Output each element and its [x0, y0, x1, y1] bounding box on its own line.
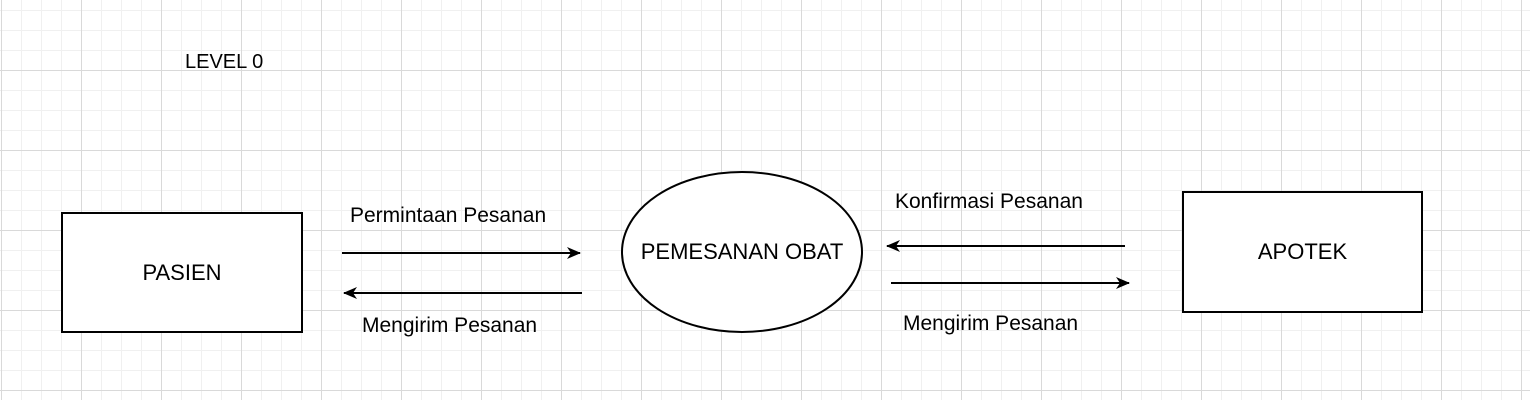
flow-label-pasien-to-process: Permintaan Pesanan — [350, 204, 547, 227]
entity-label-pasien: PASIEN — [142, 259, 222, 285]
entity-label-apotek: APOTEK — [1257, 239, 1348, 264]
flow-label-apotek-to-process: Konfirmasi Pesanan — [895, 190, 1083, 213]
process-label: PEMESANAN OBAT — [640, 239, 844, 264]
process-ellipse[interactable] — [621, 171, 863, 333]
entity-box-apotek[interactable] — [1182, 191, 1423, 313]
level-label: LEVEL 0 — [185, 51, 264, 73]
flow-label-process-to-pasien: Mengirim Pesanan — [362, 314, 538, 337]
entity-box-pasien[interactable] — [61, 212, 303, 333]
flow-label-process-to-apotek: Mengirim Pesanan — [903, 312, 1079, 335]
